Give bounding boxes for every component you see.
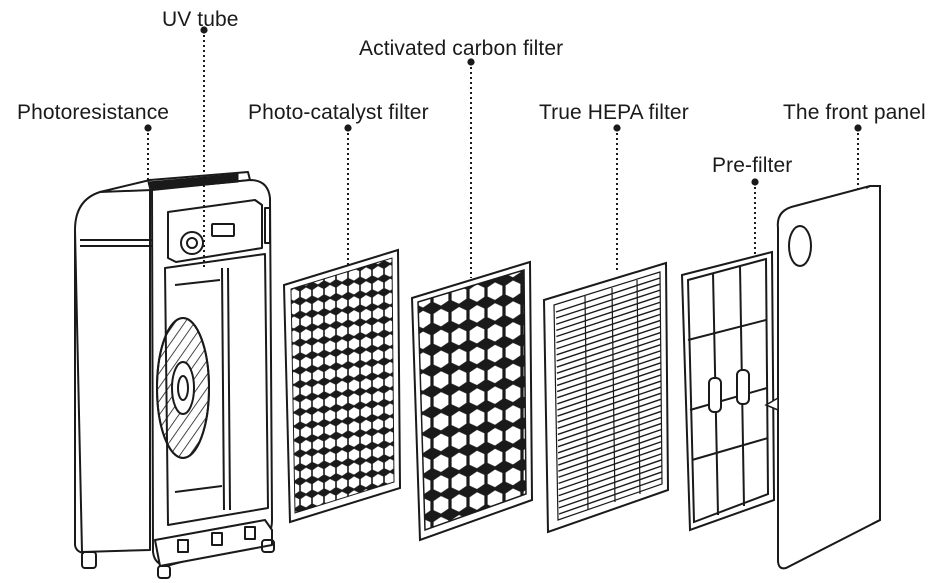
hepa-pleat-line <box>558 453 662 491</box>
hepa-pleat-line <box>557 410 662 448</box>
hepa-pleat-line <box>557 380 662 417</box>
hepa-pleat-line <box>557 368 662 405</box>
hepa-pleat-line <box>556 295 661 332</box>
hepa-pleat-line <box>555 283 661 319</box>
activated-carbon-filter <box>410 260 534 542</box>
hepa-pleat-line <box>555 277 661 313</box>
hepa-pleat-line <box>556 307 661 344</box>
label-uv-tube: UV tube <box>162 8 239 31</box>
hepa-pleat-line <box>558 471 663 509</box>
label-activated-carbon-filter: Activated carbon filter <box>359 37 564 60</box>
hepa-pleat-line <box>557 386 662 423</box>
label-photoresistance: Photoresistance <box>17 101 170 124</box>
label-pre-filter: Pre-filter <box>712 154 793 177</box>
true-hepa-filter <box>542 261 670 534</box>
hepa-pleat-line <box>557 362 662 399</box>
label-true-hepa-filter: True HEPA filter <box>539 101 689 124</box>
hepa-pleat-line <box>556 356 662 393</box>
pre-filter <box>680 250 776 532</box>
hepa-pleat-line <box>558 465 663 503</box>
hepa-pleat-line <box>556 325 661 362</box>
hepa-pleat-line <box>557 404 662 442</box>
purifier-main-unit <box>74 171 275 579</box>
front-panel <box>764 185 881 570</box>
hepa-pleat-line <box>556 319 661 356</box>
hepa-pleat-line <box>556 344 661 380</box>
hepa-pleat-line <box>558 428 662 466</box>
photo-catalyst-filter <box>282 248 402 524</box>
hepa-pleat-line <box>558 477 663 515</box>
hepa-pleat-line <box>558 459 663 497</box>
hepa-pleat-line <box>557 392 662 429</box>
hepa-pleat-line <box>556 301 661 338</box>
hepa-pleat-line <box>556 313 661 350</box>
leader-dots <box>144 26 862 186</box>
hepa-pleat-line <box>557 422 662 460</box>
hepa-pleat-line <box>557 398 662 436</box>
hepa-pleat-line <box>558 440 662 478</box>
label-the-front-panel: The front panel <box>783 101 926 124</box>
leader-lines <box>147 30 859 278</box>
hepa-pleat-line <box>556 350 661 387</box>
hepa-pleat-line <box>556 337 661 374</box>
label-photo-catalyst-filter: Photo-catalyst filter <box>248 101 429 124</box>
hepa-pleat-line <box>558 434 662 472</box>
hepa-pleat-line <box>555 289 661 325</box>
hepa-pleat-line <box>557 416 662 454</box>
hepa-pleat-line <box>556 331 661 368</box>
hepa-pleat-line <box>558 447 662 485</box>
hepa-pleat-line <box>557 374 662 411</box>
